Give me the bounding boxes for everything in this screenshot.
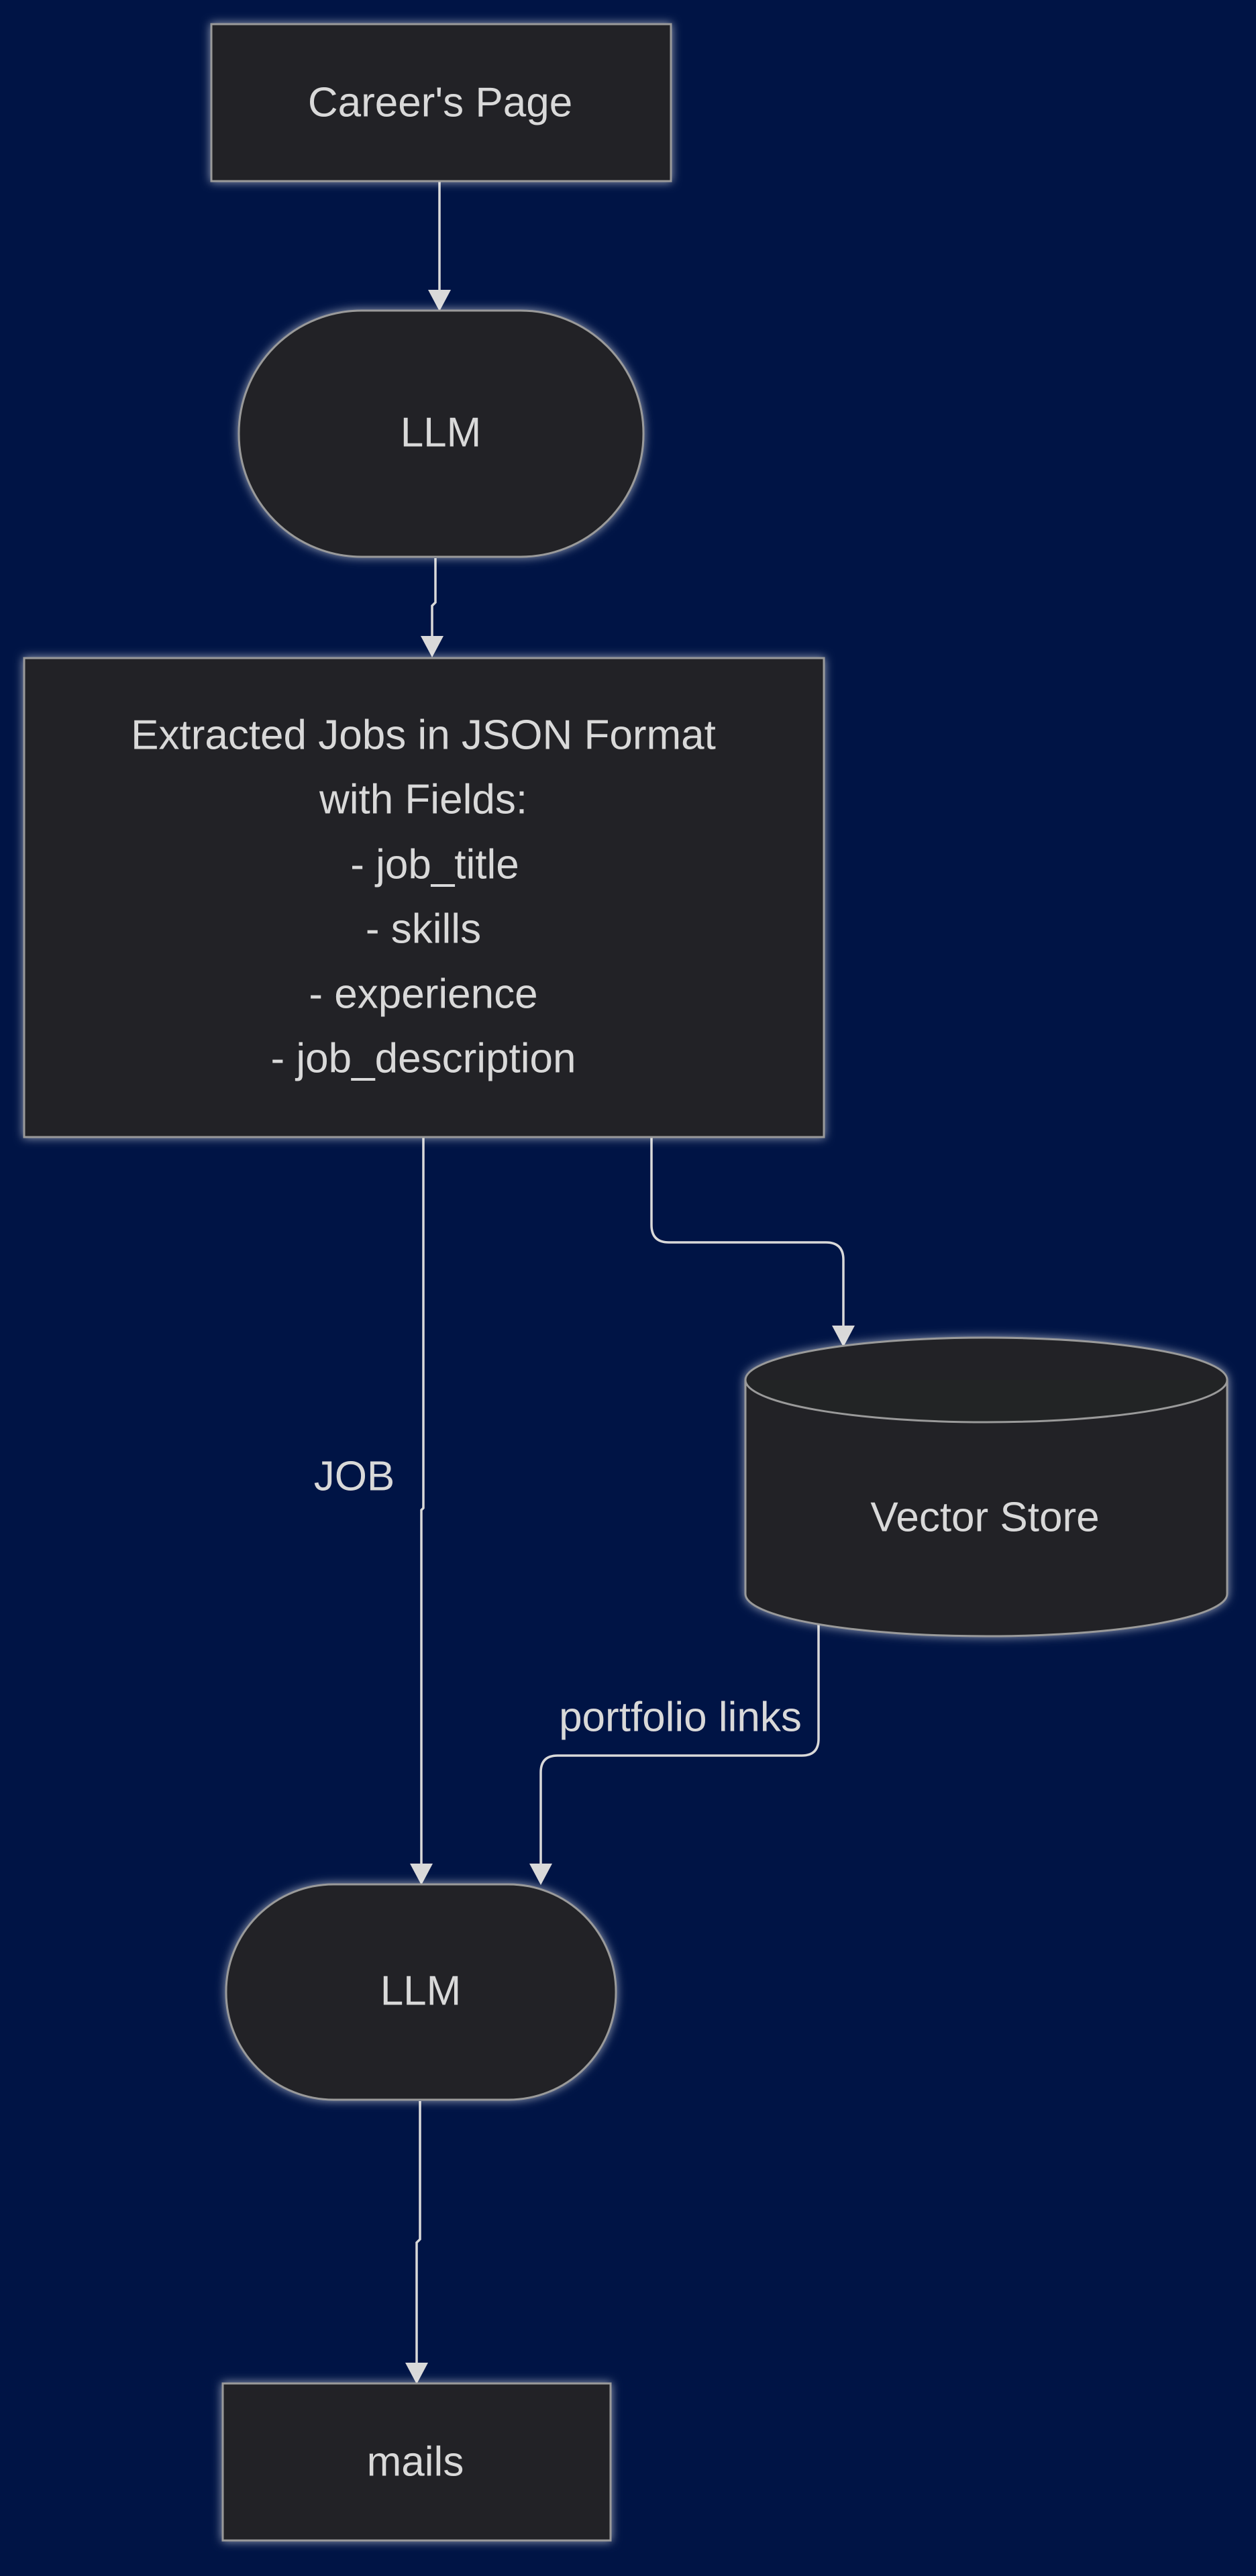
node-mails: mails xyxy=(221,2382,612,2542)
node-label-line: with Fields: xyxy=(319,777,527,823)
edge-label-portfolio-links: portfolio links xyxy=(559,1695,802,1741)
edge-extracted-jobs-to-vector-store xyxy=(650,1136,855,1347)
node-label: mails xyxy=(367,2439,464,2485)
node-label-line: - skills xyxy=(366,906,481,953)
node-careers-page: Career's Page xyxy=(210,23,672,182)
arrow-head xyxy=(405,2363,428,2384)
node-llm-write: LLM xyxy=(225,1883,617,2101)
edge-label-job: JOB xyxy=(314,1454,395,1500)
arrow-head xyxy=(832,1326,855,1347)
arrow-head xyxy=(428,290,451,311)
edge-llm-to-extracted-jobs xyxy=(421,558,443,657)
node-label-line: Extracted Jobs in JSON Format xyxy=(131,712,716,759)
node-label-line: - experience xyxy=(309,971,537,1018)
node-llm-extract: LLM xyxy=(238,309,645,558)
edge-job xyxy=(410,1136,433,1885)
node-label-line: - job_description xyxy=(271,1036,576,1082)
node-label: Career's Page xyxy=(308,80,572,126)
node-extracted-jobs: Extracted Jobs in JSON Format with Field… xyxy=(23,657,825,1138)
arrow-head xyxy=(529,1864,552,1885)
node-label: LLM xyxy=(401,410,482,456)
node-label: Vector Store xyxy=(870,1495,1099,1541)
edge-llm-to-mails xyxy=(405,2101,428,2384)
node-label-line: - job_title xyxy=(350,842,519,888)
edge-careers-to-llm xyxy=(428,180,451,311)
edge-portfolio-links xyxy=(529,1622,820,1885)
node-label: LLM xyxy=(380,1968,462,2015)
node-vector-store: Vector Store xyxy=(744,1336,1228,1638)
arrow-head xyxy=(421,636,443,657)
arrow-head xyxy=(410,1864,433,1885)
